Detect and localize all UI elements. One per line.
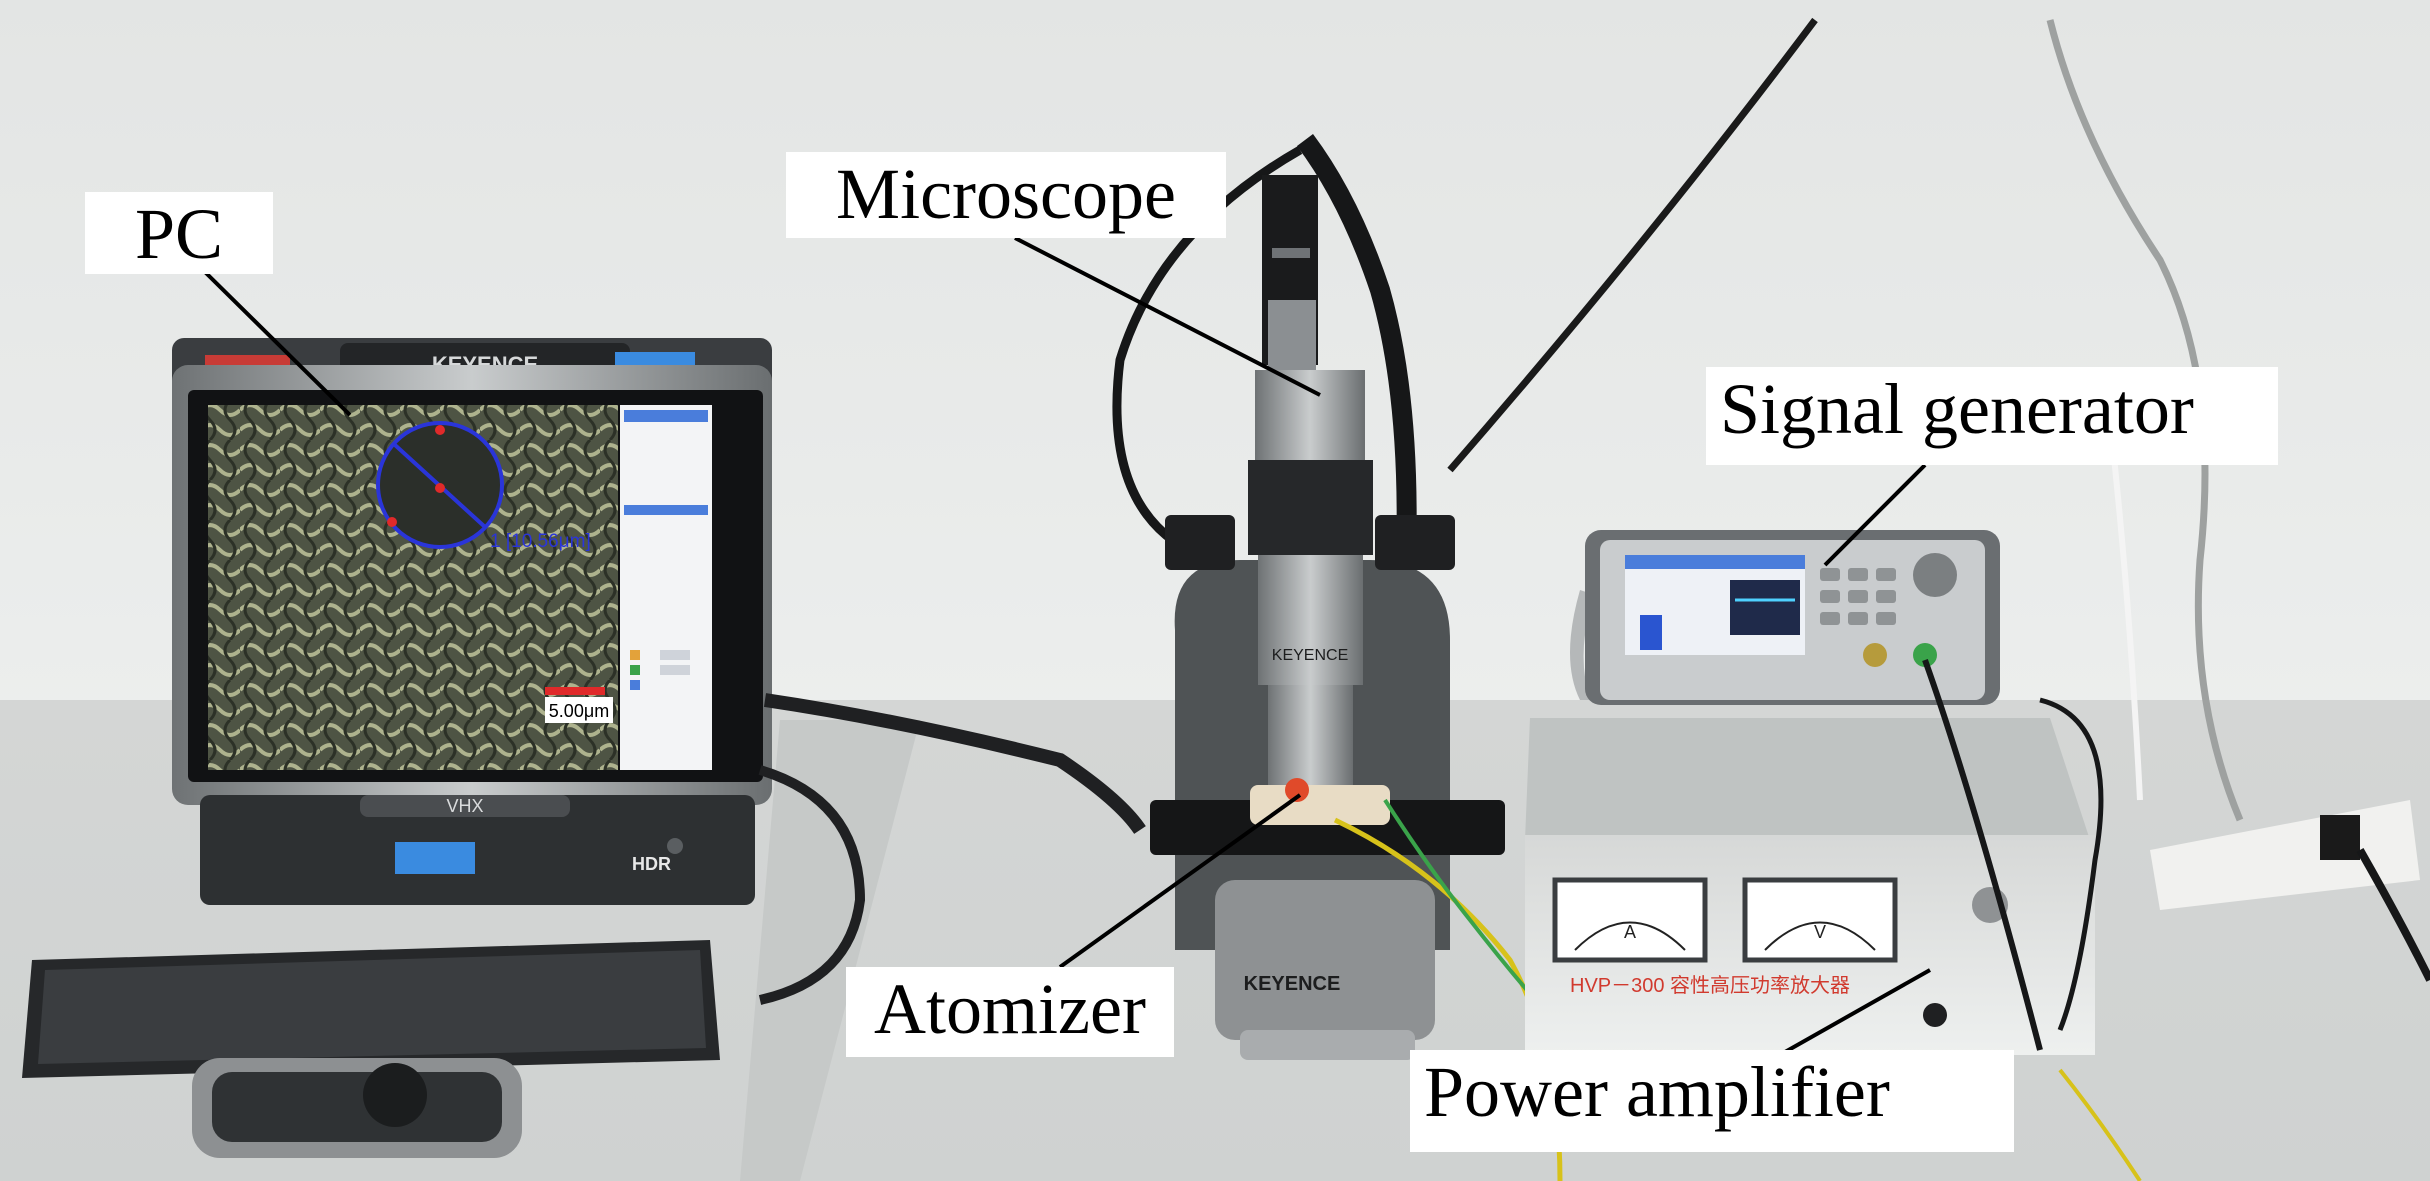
signal-cable	[1922, 658, 2043, 1051]
meter-a-unit-text: A	[1624, 922, 1636, 942]
pc-cable-bundle	[763, 693, 1146, 835]
pc-cable-lower	[758, 765, 866, 1005]
label-pc: PC	[85, 192, 273, 274]
hdr-text: HDR	[632, 854, 671, 874]
measurement-text: 1 [10.56μm]	[490, 531, 591, 552]
wall-cable-white	[2107, 419, 2143, 801]
label-atomizer: Atomizer	[846, 967, 1174, 1057]
meter-v-unit-text: V	[1814, 922, 1826, 942]
microscope: KEYENCE KEYENCE	[1112, 134, 1505, 1060]
amplifier-model-text: HVP－300 容性高压功率放大器	[1570, 974, 1850, 997]
microscope-lens-brand-text: KEYENCE	[1272, 647, 1348, 664]
amp-cable	[2039, 697, 2104, 1031]
leader-line-power-amplifier	[1784, 968, 1931, 1054]
console-controller	[192, 1058, 522, 1158]
scale-bar-red	[545, 687, 605, 695]
leader-line-signal-generator	[1823, 463, 1927, 567]
pc-brand-text: VHX	[446, 796, 483, 816]
microscope-base-brand-text: KEYENCE	[1244, 973, 1341, 995]
scale-bar-text: 5.00μm	[549, 701, 609, 721]
keyboard	[22, 940, 720, 1078]
power-strip	[2150, 800, 2430, 982]
power-amplifier: A V HVP－300 容性高压功率放大器	[1525, 718, 2095, 1055]
wall-cable-black	[1447, 17, 1818, 473]
signal-generator	[1570, 530, 2000, 705]
label-microscope: Microscope	[786, 152, 1226, 238]
table-edge	[740, 720, 920, 1181]
leader-line-pc	[203, 270, 352, 417]
leader-line-atomizer	[1058, 793, 1302, 969]
screen-side-panel	[620, 405, 712, 770]
leader-line-microscope	[1014, 236, 1321, 397]
atomizer-device	[1250, 785, 1390, 825]
pc-monitor: KEYENCE 1 [10.56μm] 5.00μm VHX HDR	[172, 338, 772, 905]
label-power-amplifier: Power amplifier	[1410, 1050, 2014, 1152]
wire-yellow-right	[2058, 1068, 2142, 1181]
label-signal-generator: Signal generator	[1706, 367, 2278, 465]
